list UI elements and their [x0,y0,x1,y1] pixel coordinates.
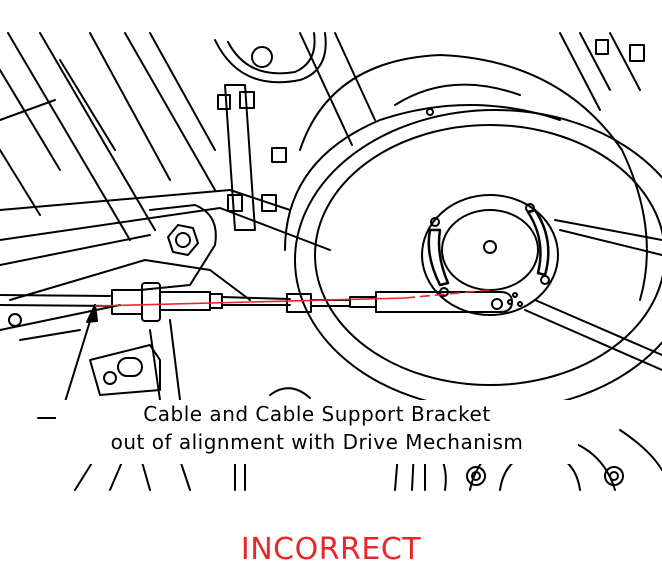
top-sprocket [214,32,327,84]
caption-line-1: Cable and Cable Support Bracket [143,402,491,426]
status-label: INCORRECT [240,532,422,567]
frame-members [0,32,641,241]
caption-box: Cable and Cable Support Bracket out of a… [56,400,578,464]
support-arm [0,189,331,331]
alignment-line [94,289,491,307]
lower-plate [8,313,311,401]
hex-bolt [167,224,199,256]
drive-disc [284,54,662,411]
cable-assembly [0,282,523,322]
caption-line-2: out of alignment with Drive Mechanism [110,430,524,454]
vertical-bracket [217,39,645,231]
disc-spokes [524,219,662,371]
drive-hub [421,194,559,316]
